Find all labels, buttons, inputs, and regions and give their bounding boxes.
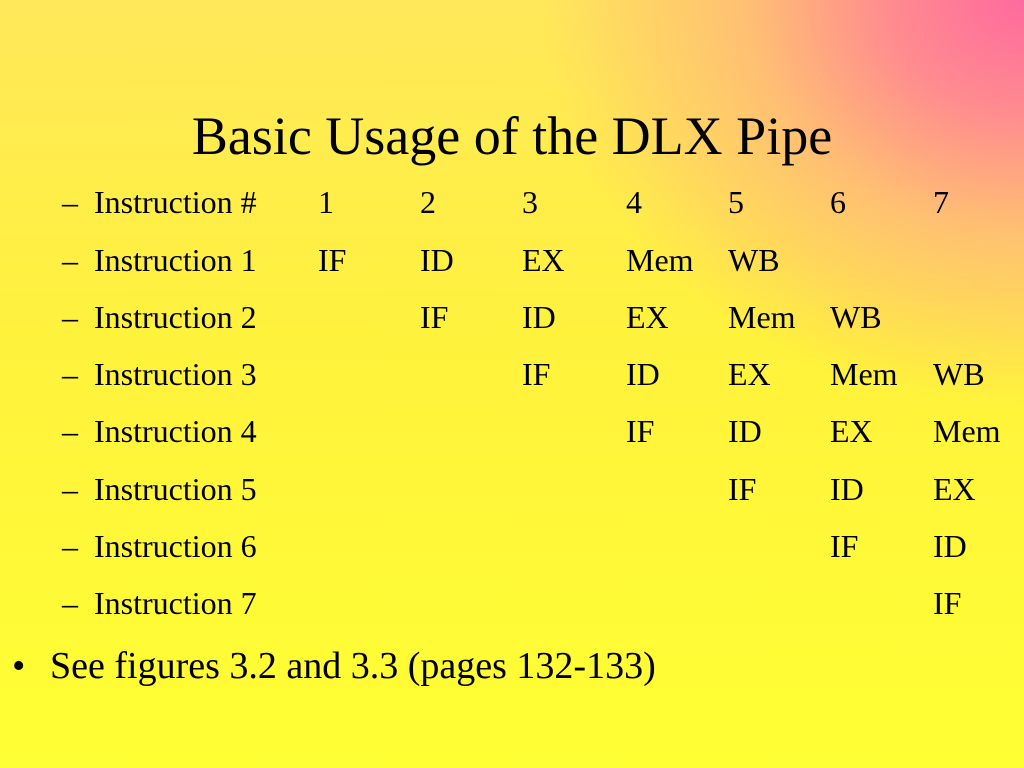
row-label: Instruction 2 <box>94 299 257 335</box>
stage-cell: Mem <box>626 242 694 278</box>
row-label: Instruction 5 <box>94 471 257 507</box>
stage-cell: WB <box>728 242 780 278</box>
stage-cell: EX <box>626 299 669 335</box>
slide-title: Basic Usage of the DLX Pipe <box>191 106 833 166</box>
stage-cell: WB <box>830 299 882 335</box>
stage-cell: IF <box>522 356 551 392</box>
stage-cell: ID <box>933 528 967 564</box>
bullet-marker: • <box>12 645 26 687</box>
row-label: Instruction # <box>94 184 257 220</box>
cycle-number: 5 <box>728 184 744 220</box>
bullet-text: See figures 3.2 and 3.3 (pages 132-133) <box>50 645 656 687</box>
row-label: Instruction 6 <box>94 528 257 564</box>
stage-cell: WB <box>933 356 985 392</box>
dash-marker: – <box>62 184 78 220</box>
stage-cell: Mem <box>728 299 796 335</box>
stage-cell: ID <box>626 356 660 392</box>
stage-cell: EX <box>522 242 565 278</box>
stage-cell: IF <box>933 585 962 621</box>
dash-marker: – <box>62 413 78 449</box>
dash-marker: – <box>62 299 78 335</box>
stage-cell: EX <box>728 356 771 392</box>
row-label: Instruction 1 <box>94 242 257 278</box>
dash-marker: – <box>62 471 78 507</box>
row-label: Instruction 7 <box>94 585 257 621</box>
stage-cell: ID <box>728 413 762 449</box>
dash-marker: – <box>62 585 78 621</box>
cycle-number: 7 <box>933 184 949 220</box>
stage-cell: ID <box>420 242 454 278</box>
stage-cell: Mem <box>830 356 898 392</box>
stage-cell: IF <box>830 528 859 564</box>
row-label: Instruction 3 <box>94 356 257 392</box>
cycle-number: 1 <box>318 184 334 220</box>
stage-cell: IF <box>626 413 655 449</box>
cycle-number: 3 <box>522 184 538 220</box>
cycle-number: 2 <box>420 184 436 220</box>
stage-cell: ID <box>522 299 556 335</box>
stage-cell: EX <box>933 471 976 507</box>
row-label: Instruction 4 <box>94 413 257 449</box>
stage-cell: IF <box>318 242 347 278</box>
cycle-number: 4 <box>626 184 642 220</box>
cycle-number: 6 <box>830 184 846 220</box>
stage-cell: IF <box>728 471 757 507</box>
stage-cell: EX <box>830 413 873 449</box>
stage-cell: Mem <box>933 413 1001 449</box>
stage-cell: ID <box>830 471 864 507</box>
stage-cell: IF <box>420 299 449 335</box>
dash-marker: – <box>62 528 78 564</box>
dash-marker: – <box>62 356 78 392</box>
dash-marker: – <box>62 242 78 278</box>
